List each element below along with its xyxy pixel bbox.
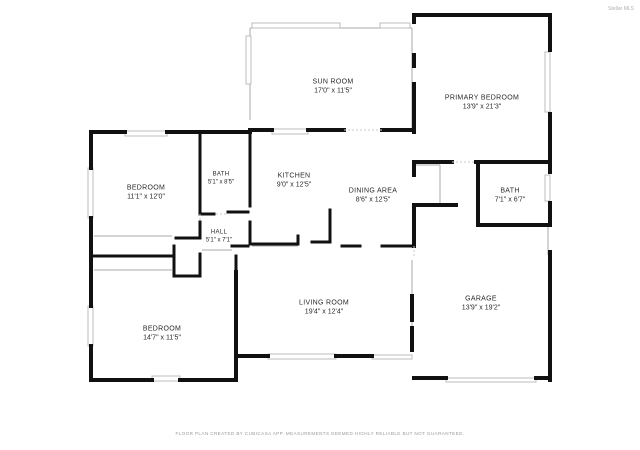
room-dimensions: 8'6" x 12'5" [355, 196, 391, 203]
room-dimensions: 11'1" x 12'0" [127, 193, 165, 200]
room-name: GARAGE [465, 295, 497, 303]
room-dimensions: 13'9" x 19'2" [461, 304, 501, 311]
room-dimensions: 14'7" x 11'5" [143, 334, 181, 341]
room-name: DINING AREA [348, 187, 398, 195]
room-dimensions: 17'0" x 11'5" [314, 87, 352, 94]
windows [87, 22, 551, 383]
room-dimensions: 5'1" x 8'5" [207, 179, 235, 185]
room-name: SUN ROOM [312, 78, 354, 86]
room-label-primary-bedroom: PRIMARY BEDROOM 13'9" x 21'3" [445, 94, 519, 112]
exterior-walls [89, 13, 552, 382]
watermark: Stellar MLS [608, 6, 634, 12]
room-label-bath-2: BATH 7'1" x 6'7" [495, 187, 526, 205]
room-name: BATH [500, 187, 520, 195]
room-label-bath-1: BATH 5'1" x 8'5" [208, 172, 234, 187]
room-name: HALL [210, 229, 228, 236]
interior-walls [91, 130, 414, 278]
room-dimensions: 9'0" x 12'5" [276, 181, 312, 188]
room-label-bedroom-2: BEDROOM 14'7" x 11'5" [143, 325, 181, 343]
room-name: BEDROOM [126, 184, 166, 192]
room-name: LIVING ROOM [299, 299, 349, 307]
room-dimensions: 7'1" x 6'7" [494, 196, 526, 203]
room-name: KITCHEN [277, 172, 311, 180]
room-dimensions: 13'9" x 21'3" [462, 103, 502, 110]
door-marks [199, 129, 476, 258]
room-label-kitchen: KITCHEN 9'0" x 12'5" [277, 172, 312, 190]
room-label-bedroom-1: BEDROOM 11'1" x 12'0" [127, 184, 165, 202]
room-label-hall: HALL 5'1" x 7'1" [206, 230, 232, 245]
room-label-dining-area: DINING AREA 8'6" x 12'5" [349, 187, 397, 205]
room-name: BATH [212, 171, 230, 178]
room-label-living-room: LIVING ROOM 19'4" x 12'4" [299, 299, 349, 317]
room-label-garage: GARAGE 13'9" x 19'2" [462, 295, 500, 313]
room-name: PRIMARY BEDROOM [444, 94, 520, 102]
room-label-sun-room: SUN ROOM 17'0" x 11'5" [313, 78, 354, 96]
room-dimensions: 19'4" x 12'4" [304, 308, 344, 315]
room-dimensions: 5'1" x 7'1" [205, 237, 233, 243]
room-name: BEDROOM [142, 325, 182, 333]
footer-disclaimer: FLOOR PLAN CREATED BY CUBICASA APP. MEAS… [175, 431, 465, 436]
